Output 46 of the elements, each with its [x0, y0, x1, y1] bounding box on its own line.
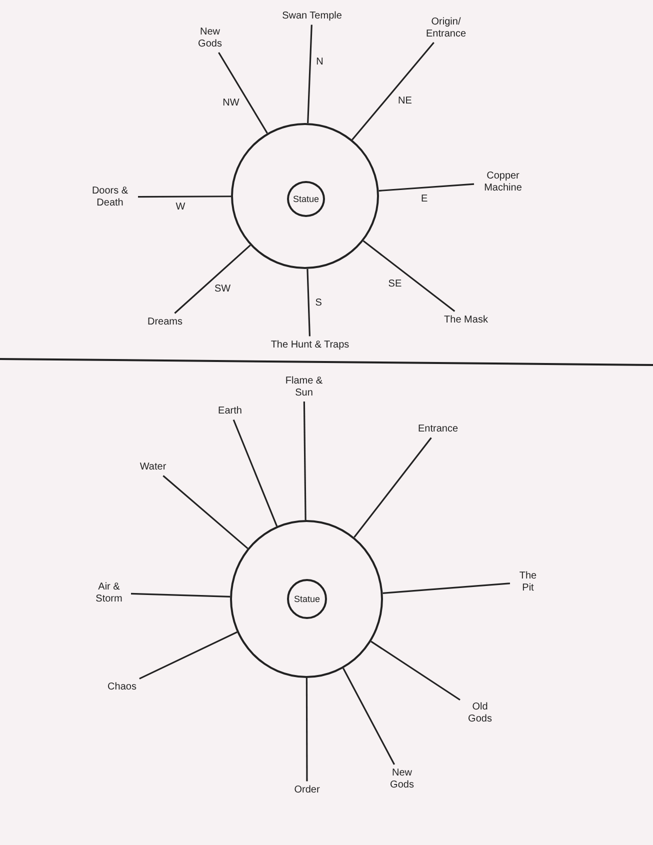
spoke-line	[306, 268, 310, 336]
spoke-label: Copper Machine	[477, 170, 529, 194]
spoke-line	[232, 419, 278, 526]
edge-label: S	[314, 297, 323, 308]
spoke-line	[352, 42, 434, 140]
spoke-line	[306, 678, 308, 782]
spoke-label: Entrance	[418, 423, 458, 435]
edge-label: N	[315, 56, 324, 68]
spoke-label: Doors & Death	[85, 186, 135, 208]
spoke-label: Dreams	[148, 316, 182, 328]
spoke-line	[382, 582, 510, 594]
spoke-label: Earth	[218, 405, 242, 417]
spoke-line	[218, 52, 268, 134]
spoke-line	[307, 24, 312, 124]
spoke-label: The Pit	[513, 570, 543, 594]
edge-label: W	[174, 201, 186, 212]
spoke-label: Old Gods	[463, 702, 497, 724]
spoke-line	[378, 183, 474, 192]
spoke-label: New Gods	[193, 26, 227, 50]
spoke-label: Chaos	[108, 681, 136, 693]
spoke-label: The Mask	[444, 314, 488, 326]
ring-circle	[231, 123, 379, 269]
spoke-line	[139, 631, 238, 680]
spoke-line	[130, 592, 230, 598]
spoke-label: Flame & Sun	[284, 376, 324, 398]
spoke-label: Origin/ Entrance	[421, 16, 471, 40]
spoke-label: Order	[294, 784, 320, 796]
spoke-line	[162, 475, 248, 550]
spoke-line	[303, 401, 306, 520]
statue-circle: Statue	[287, 579, 327, 619]
spoke-line	[342, 668, 396, 765]
edge-label: SE	[387, 278, 403, 290]
spoke-label: Water	[140, 461, 166, 473]
edge-label: NW	[222, 97, 240, 108]
spoke-label: Swan Temple	[282, 10, 342, 22]
spoke-label: New Gods	[385, 768, 419, 790]
spoke-line	[362, 240, 456, 312]
spoke-label: The Hunt & Traps	[270, 339, 350, 351]
spoke-line	[174, 244, 251, 314]
spoke-label: Air & Storm	[90, 582, 128, 604]
edge-label: SW	[213, 284, 232, 295]
statue-circle: Statue	[287, 181, 325, 217]
spoke-line	[138, 196, 231, 198]
ring-circle	[230, 520, 383, 678]
spoke-line	[354, 437, 432, 538]
spoke-line	[370, 640, 460, 701]
